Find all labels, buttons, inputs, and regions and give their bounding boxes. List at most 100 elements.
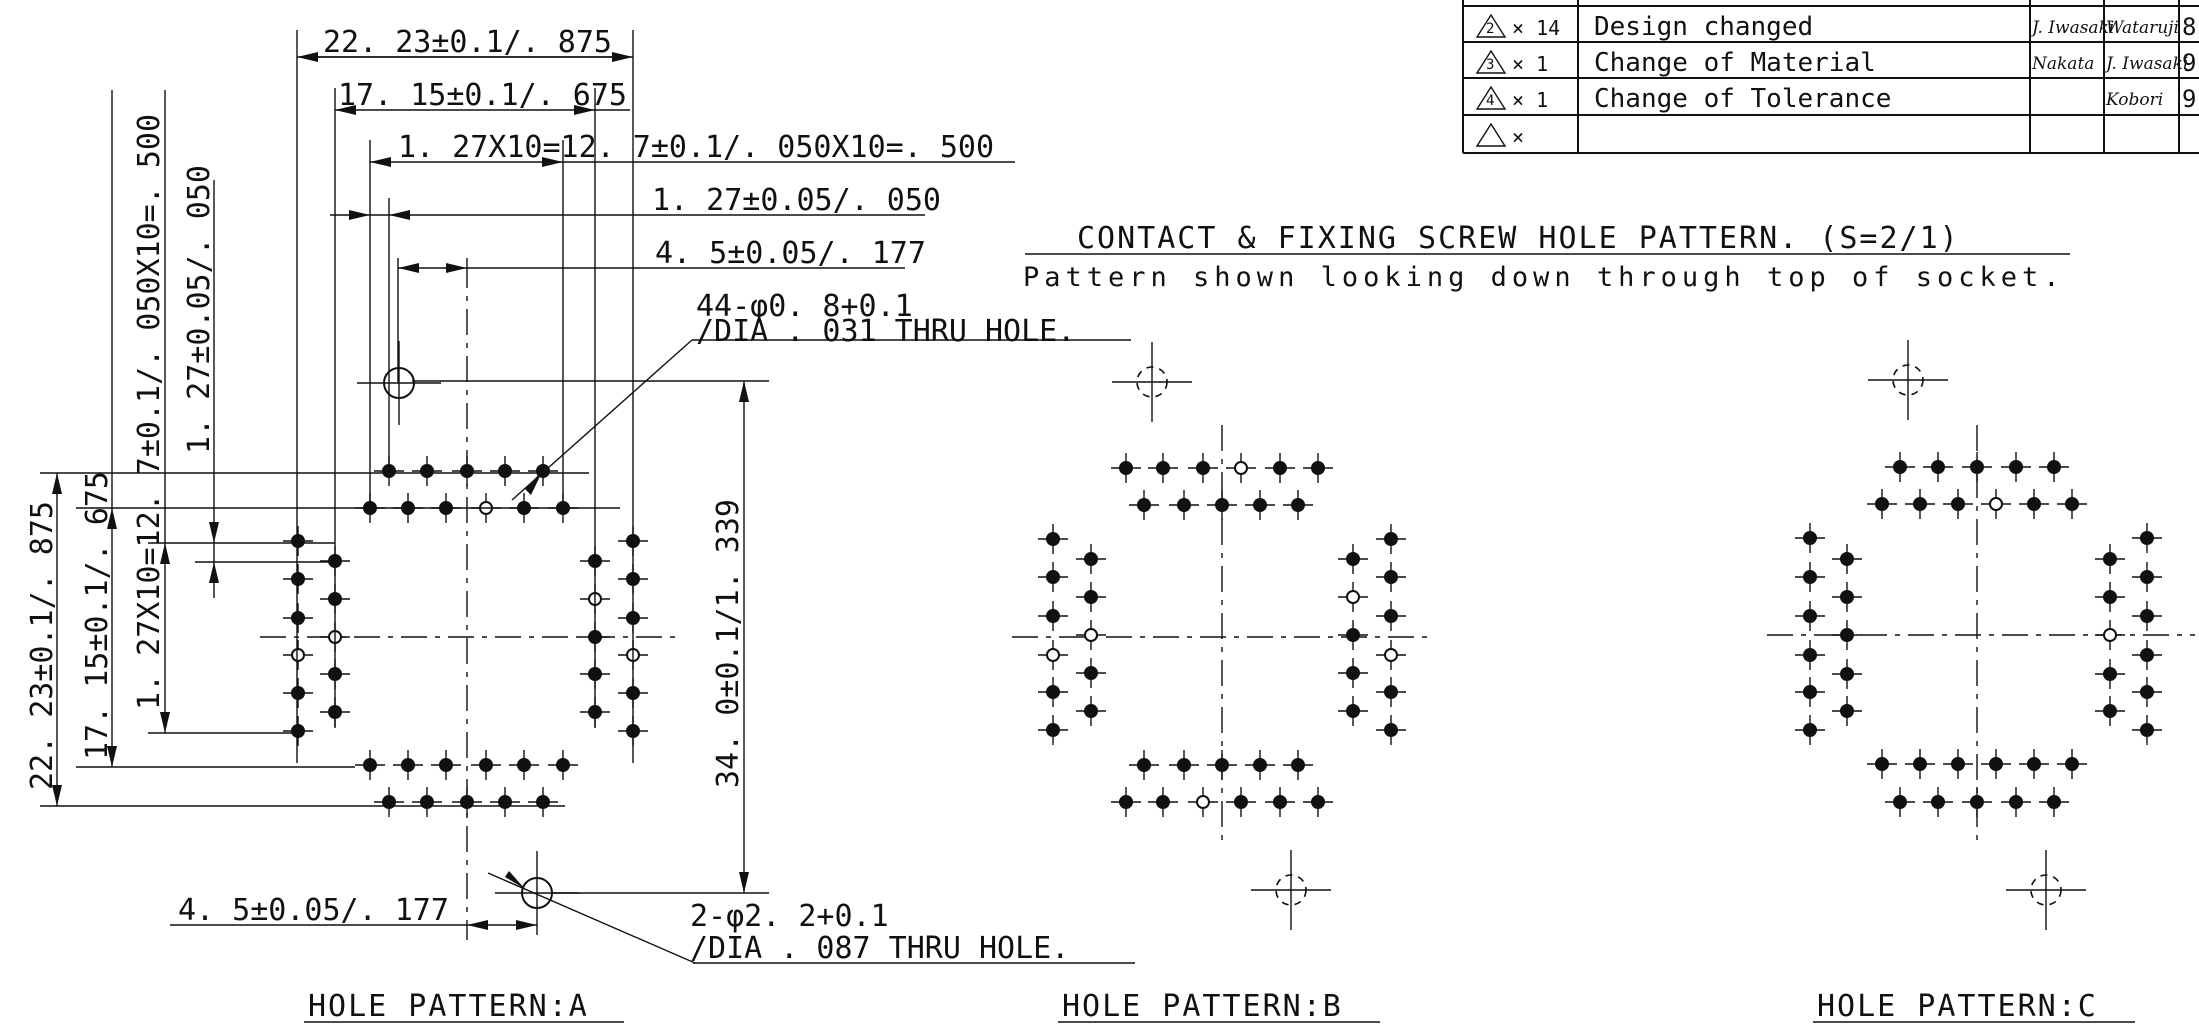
contact-hole xyxy=(1962,787,1992,817)
revision-row: × xyxy=(1475,122,1524,149)
pattern-header: CONTACT & FIXING SCREW HOLE PATTERN. (S=… xyxy=(1023,221,2070,293)
contact-hole xyxy=(1832,620,1862,650)
contact-hole xyxy=(1076,620,1106,650)
contact-hole xyxy=(1076,544,1106,574)
header-title: CONTACT & FIXING SCREW HOLE PATTERN. (S=… xyxy=(1077,221,1960,256)
hole-pattern-b: HOLE PATTERN:B xyxy=(1012,342,1432,1024)
dim-a-top-pitch-total: 1. 27X10=12. 7±0.1/. 050X10=. 500 xyxy=(398,130,994,165)
revision-qty: × 14 xyxy=(1512,16,1560,40)
contact-hole xyxy=(1038,640,1068,670)
revision-signature-1: J. Iwasaki xyxy=(2029,18,2114,38)
contact-hole xyxy=(1376,524,1406,554)
note-a-screw-1: 2-φ2. 2+0.1 xyxy=(690,899,889,934)
contact-hole xyxy=(1169,750,1199,780)
contact-hole xyxy=(2095,659,2125,689)
revision-description: Change of Material xyxy=(1594,48,1876,78)
revision-date: 9 xyxy=(2182,85,2196,113)
contact-hole xyxy=(1376,715,1406,745)
contact-hole xyxy=(1832,696,1862,726)
contact-hole xyxy=(1188,787,1218,817)
revision-qty: × xyxy=(1512,125,1524,149)
dim-a-top-overall: 22. 23±0.1/. 875 xyxy=(323,25,612,60)
contact-hole xyxy=(1111,787,1141,817)
contact-hole xyxy=(1038,601,1068,631)
contact-hole xyxy=(1376,640,1406,670)
contact-hole xyxy=(2132,715,2162,745)
pattern-a-label: HOLE PATTERN:A xyxy=(308,989,589,1024)
contact-hole xyxy=(1265,787,1295,817)
screw-hole-a-top xyxy=(357,341,441,425)
contact-hole xyxy=(1795,562,1825,592)
contact-hole xyxy=(1832,544,1862,574)
contact-hole xyxy=(1076,658,1106,688)
dim-a-left-inner: 17. 15±0.1/. 675 xyxy=(80,471,115,760)
revision-mark: 2 xyxy=(1486,21,1494,37)
contact-hole xyxy=(1923,787,1953,817)
contact-hole xyxy=(2019,749,2049,779)
contact-hole xyxy=(452,787,482,817)
contact-hole xyxy=(1265,453,1295,483)
contact-hole xyxy=(2132,601,2162,631)
contact-hole xyxy=(2057,749,2087,779)
header-subtitle: Pattern shown looking down through top o… xyxy=(1023,262,2065,293)
contact-hole xyxy=(1169,490,1199,520)
contact-hole xyxy=(2039,452,2069,482)
contact-hole xyxy=(412,787,442,817)
contact-hole xyxy=(1795,677,1825,707)
contact-hole xyxy=(1943,749,1973,779)
contact-hole xyxy=(1905,489,1935,519)
revision-signature-2: Wataruji xyxy=(2106,18,2179,38)
dim-a-left-overall: 22. 23±0.1/. 875 xyxy=(25,501,60,790)
dim-a-top-offset: 4. 5±0.05/. 177 xyxy=(655,236,926,271)
contact-hole xyxy=(1188,453,1218,483)
screw-hole-b-bottom xyxy=(1251,850,1331,930)
contact-hole xyxy=(393,750,423,780)
contact-hole xyxy=(2095,696,2125,726)
screw-hole-c-top xyxy=(1868,340,1948,420)
contact-hole xyxy=(452,456,482,486)
revision-description: Change of Tolerance xyxy=(1594,84,1891,114)
contact-hole xyxy=(1795,640,1825,670)
contact-hole xyxy=(1832,659,1862,689)
contact-hole xyxy=(1129,490,1159,520)
contact-hole xyxy=(1226,787,1256,817)
contact-hole xyxy=(1885,787,1915,817)
contact-hole xyxy=(1111,453,1141,483)
pattern-c-label: HOLE PATTERN:C xyxy=(1817,989,2098,1024)
contact-hole xyxy=(528,787,558,817)
contact-hole xyxy=(1245,490,1275,520)
contact-hole xyxy=(1376,601,1406,631)
contact-hole xyxy=(1148,787,1178,817)
screw-hole-c-bottom xyxy=(2006,850,2086,930)
revision-signature-1: Nakata xyxy=(2031,54,2094,74)
contact-hole xyxy=(1338,620,1368,650)
contact-hole xyxy=(1923,452,1953,482)
note-a-screw-2: /DIA . 087 THRU HOLE. xyxy=(690,931,1069,966)
dim-a-right-height: 34. 0±0.1/1. 339 xyxy=(711,499,746,788)
contact-hole xyxy=(1038,524,1068,554)
contact-hole xyxy=(283,640,313,670)
contact-hole xyxy=(1962,452,1992,482)
contact-hole xyxy=(1832,582,1862,612)
contact-hole xyxy=(283,526,313,556)
contact-hole xyxy=(1795,715,1825,745)
hole-pattern-a: 22. 23±0.1/. 875 17. 15±0.1/. 675 1. 27X… xyxy=(25,25,1135,1024)
contact-hole xyxy=(1076,582,1106,612)
contact-hole xyxy=(509,750,539,780)
contact-hole xyxy=(1245,750,1275,780)
revision-triangle-icon xyxy=(1475,13,1507,38)
revision-mark: 4 xyxy=(1486,93,1494,109)
dim-a-bottom-offset: 4. 5±0.05/. 177 xyxy=(178,893,449,928)
contact-hole xyxy=(1038,715,1068,745)
contact-hole xyxy=(1376,677,1406,707)
contact-hole xyxy=(431,750,461,780)
contact-hole xyxy=(1148,453,1178,483)
contact-hole xyxy=(2132,562,2162,592)
contact-hole xyxy=(1943,489,1973,519)
contact-hole xyxy=(2132,640,2162,670)
contact-hole xyxy=(1981,489,2011,519)
contact-hole xyxy=(1795,601,1825,631)
revision-signature-2: J. Iwasaki xyxy=(2103,54,2188,74)
